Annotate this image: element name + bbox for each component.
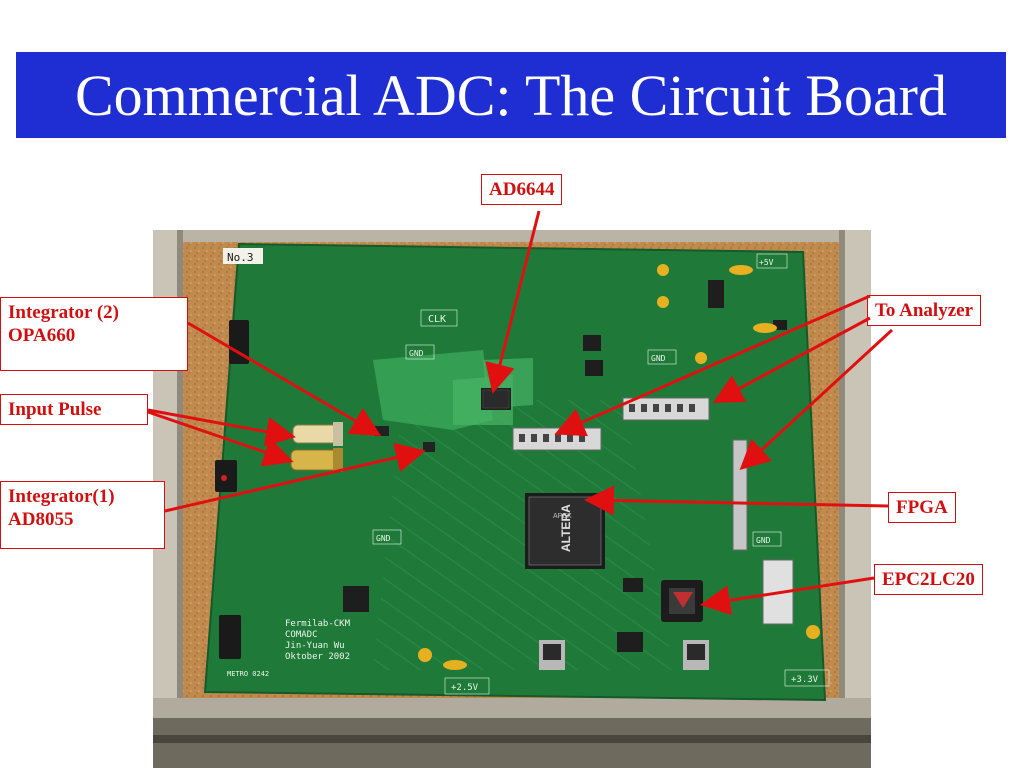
svg-text:+5V: +5V	[759, 258, 774, 267]
svg-text:COMADC: COMADC	[285, 630, 318, 640]
ad6644-chip	[481, 388, 511, 410]
label-integrator-2: Integrator (2) OPA660	[0, 297, 188, 371]
board-number: No.3	[227, 251, 254, 264]
svg-text:GND: GND	[376, 534, 391, 543]
svg-text:APEX: APEX	[553, 513, 572, 520]
clk-label: CLK	[428, 314, 446, 325]
integrator-opamps	[375, 426, 435, 452]
label-ad6644: AD6644	[481, 174, 563, 205]
svg-text:ALTERA: ALTERA	[559, 504, 573, 552]
svg-text:+3.3V: +3.3V	[791, 675, 819, 685]
svg-text:GND: GND	[756, 536, 771, 545]
svg-text:Oktober 2002: Oktober 2002	[285, 652, 350, 662]
svg-text:+2.5V: +2.5V	[451, 683, 479, 693]
svg-text:METRO 0242: METRO 0242	[227, 670, 269, 678]
label-to-analyzer: To Analyzer	[867, 295, 981, 326]
slide-title: Commercial ADC: The Circuit Board	[74, 62, 947, 128]
epc2lc20-socket	[661, 580, 703, 622]
svg-text:Jin-Yuan Wu: Jin-Yuan Wu	[285, 641, 345, 651]
svg-text:Fermilab-CKM: Fermilab-CKM	[285, 619, 351, 629]
fpga-chip: ALTERA APEX	[525, 493, 605, 569]
label-input-pulse: Input Pulse	[0, 394, 148, 425]
board-credit-text: Fermilab-CKM COMADC Jin-Yuan Wu Oktober …	[227, 619, 351, 678]
label-integrator-1: Integrator(1) AD8055	[0, 481, 165, 549]
label-fpga: FPGA	[888, 492, 956, 523]
title-bar: Commercial ADC: The Circuit Board	[16, 52, 1006, 138]
svg-text:GND: GND	[651, 354, 666, 363]
label-epc2lc20: EPC2LC20	[874, 564, 983, 595]
svg-text:GND: GND	[409, 349, 424, 358]
circuit-board-photo: CLK No.3 ALTERA APEX	[153, 230, 871, 768]
voltage-regulators	[539, 640, 709, 670]
